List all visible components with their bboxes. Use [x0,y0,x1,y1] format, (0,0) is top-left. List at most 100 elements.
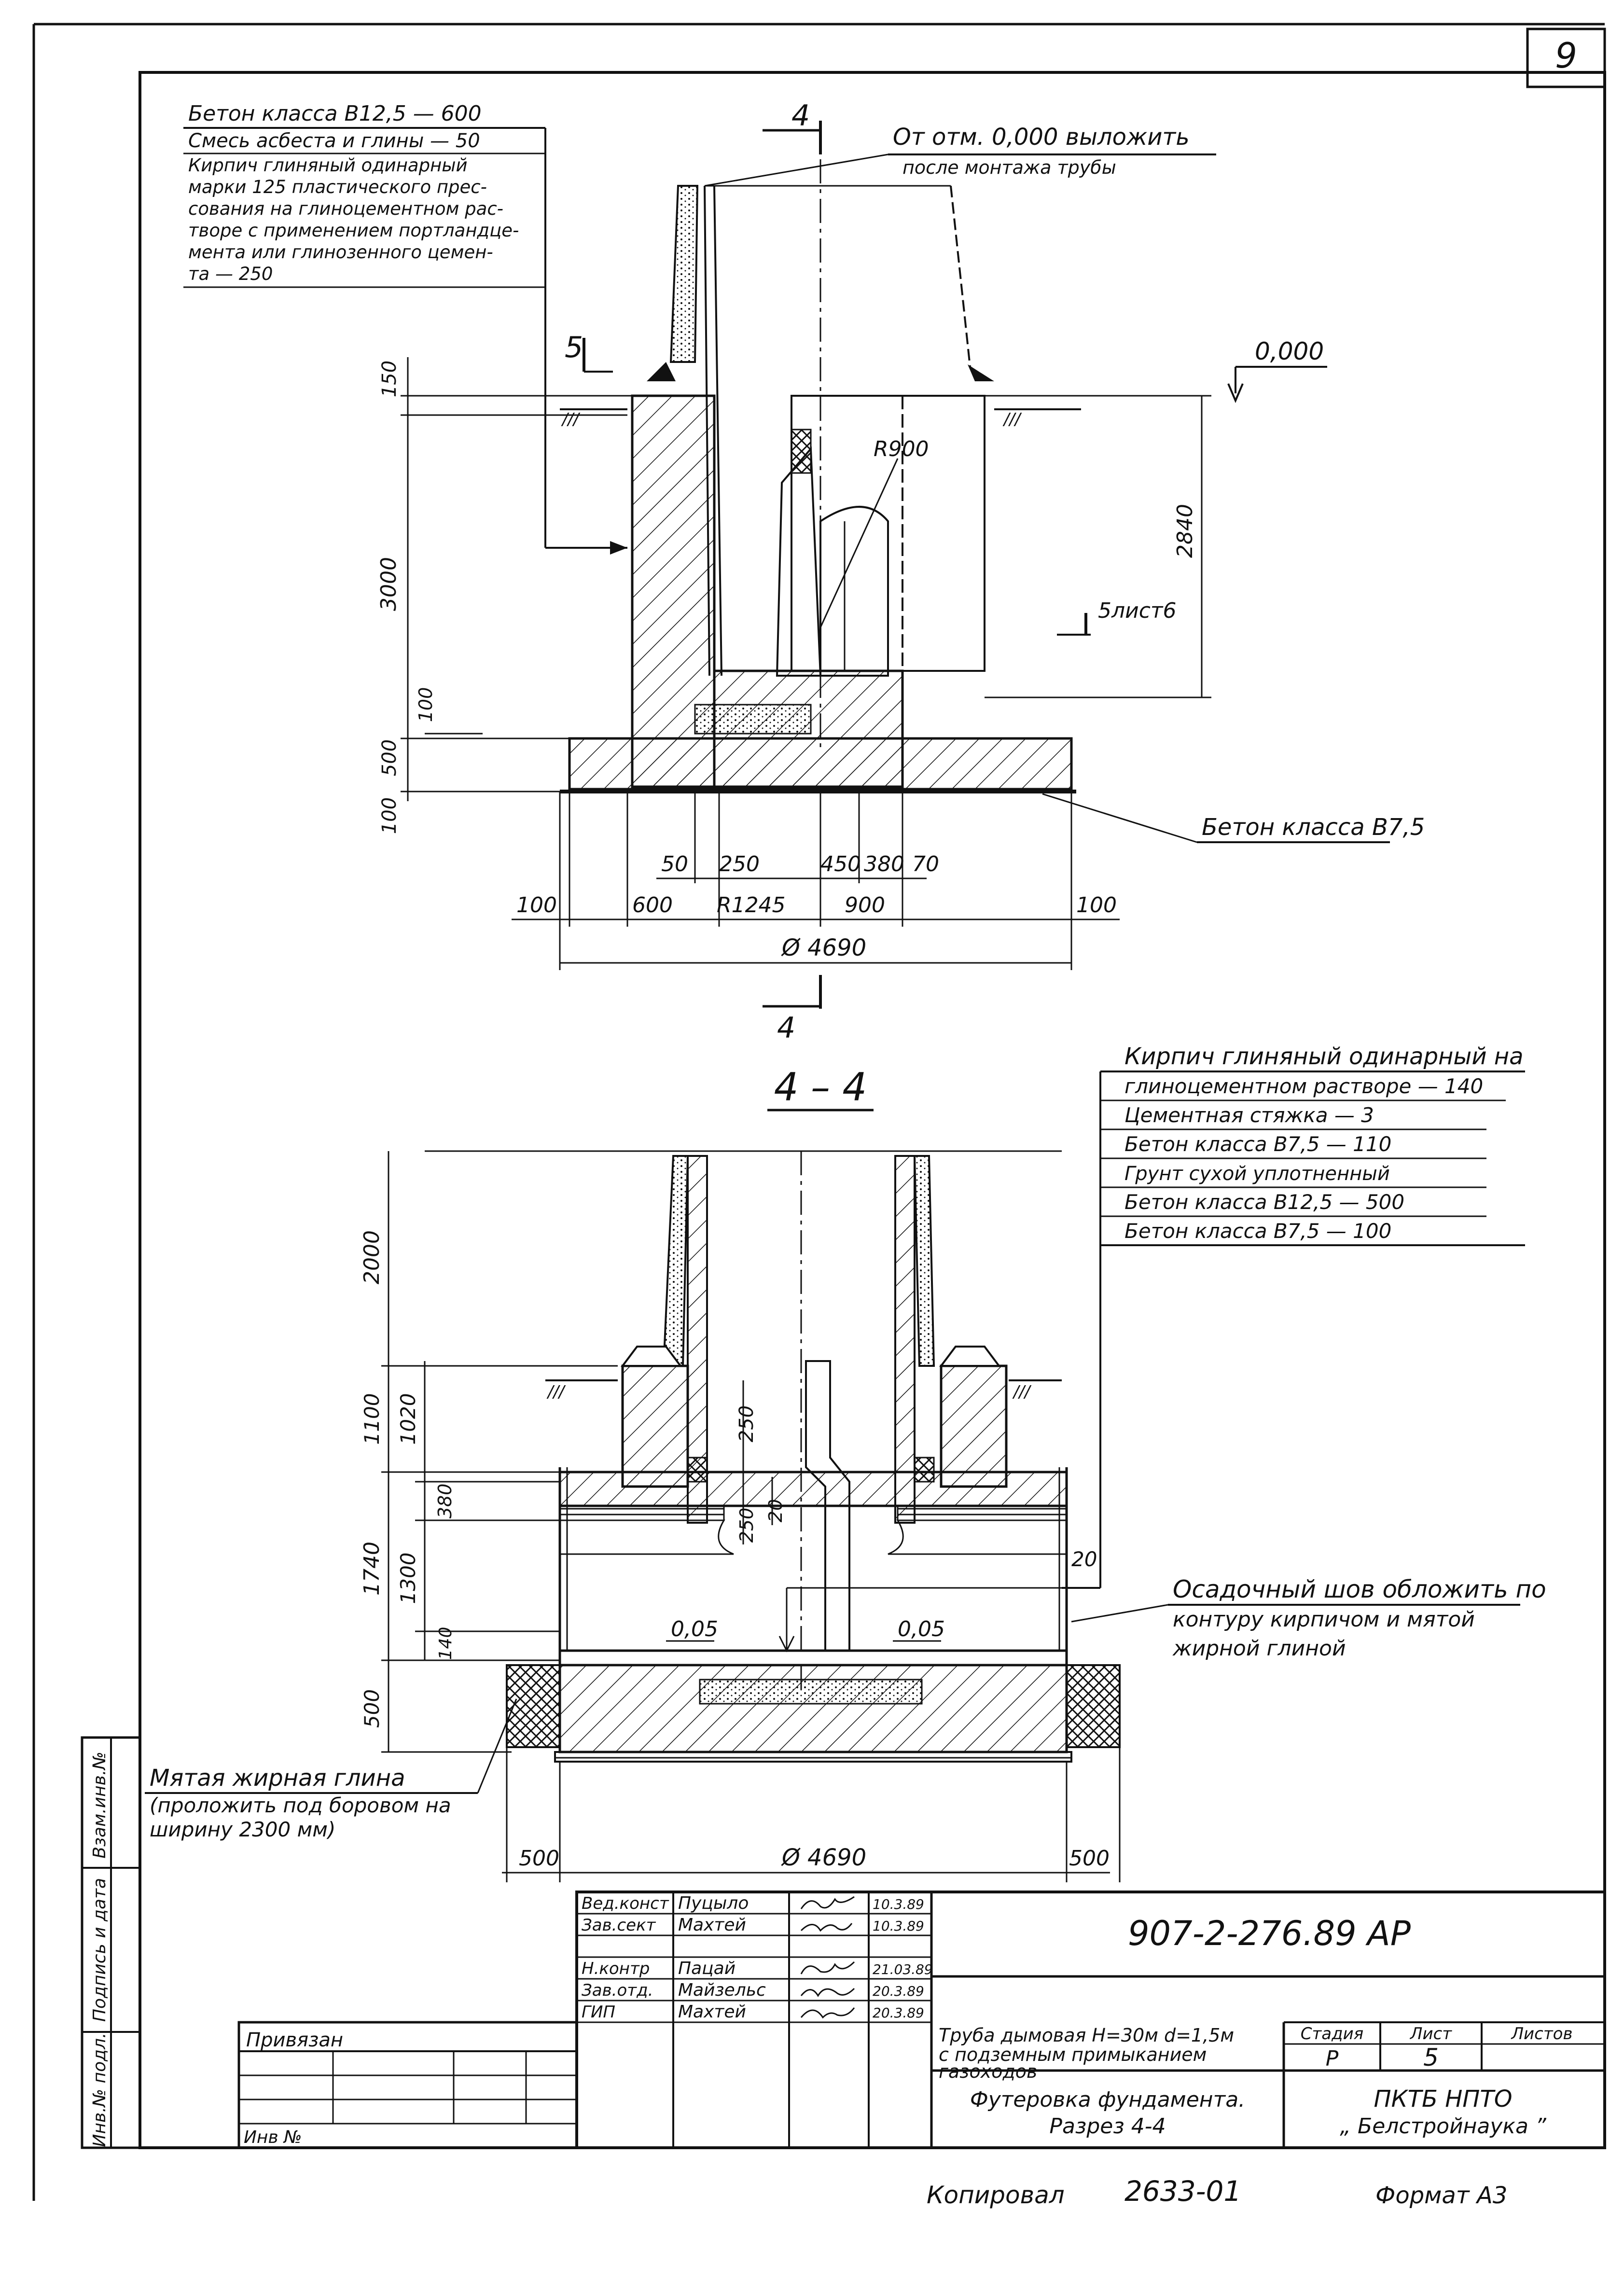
svg-text:Р: Р [1326,2046,1339,2071]
svg-text:Грунт сухой уплотненный: Грунт сухой уплотненный [1124,1163,1390,1185]
svg-text:Лист: Лист [1409,2024,1452,2044]
svg-text:Инв №: Инв № [244,2127,302,2147]
svg-text:Мятая жирная глина: Мятая жирная глина [150,1765,405,1792]
signature-1 [800,1896,855,1909]
svg-text:Бетон класса В12,5 — 600: Бетон класса В12,5 — 600 [188,101,482,126]
svg-text:70: 70 [912,852,939,876]
svg-text:1100: 1100 [360,1393,384,1445]
svg-text:250: 250 [719,852,760,876]
svg-text:0,000: 0,000 [1255,337,1324,365]
svg-text:Бетон класса В7,5 — 100: Бетон класса В7,5 — 100 [1124,1219,1391,1243]
svg-text:Смесь асбеста и глины — 50: Смесь асбеста и глины — 50 [188,130,480,152]
svg-text:Вед.конст: Вед.конст [582,1894,669,1913]
svg-text:900: 900 [845,893,885,918]
drawing-code: 907-2-276.89 АР [1128,1914,1411,1953]
section-legend: Кирпич глиняный одинарный на глиноцемент… [1062,1043,1525,1589]
svg-text:контуру кирпичом и мятой: контуру кирпичом и мятой [1173,1607,1475,1632]
svg-text:Копировал: Копировал [927,2181,1065,2209]
svg-text:творе с применением портландце: творе с применением портландце- [188,220,519,241]
signature-2 [800,1923,853,1932]
svg-text:Футеровка фундамента.: Футеровка фундамента. [970,2087,1245,2112]
svg-text:20: 20 [1071,1547,1097,1571]
svg-text:Кирпич глиняный одинарный: Кирпич глиняный одинарный [188,155,468,176]
svg-text:380: 380 [864,852,904,876]
svg-text:20.3.89: 20.3.89 [873,2005,924,2021]
svg-text:Взам.инв.№: Взам.инв.№ [90,1752,110,1859]
svg-text:600: 600 [632,893,673,918]
svg-text:Зав.отд.: Зав.отд. [582,1981,653,2000]
svg-text:ГИП: ГИП [582,2002,615,2022]
plan-view: Бетон класса В12,5 — 600 Смесь асбеста и… [183,99,1425,1045]
svg-text:глиноцементном растворе — 140: глиноцементном растворе — 140 [1124,1074,1483,1098]
svg-text:10.3.89: 10.3.89 [873,1918,924,1934]
svg-text:жирной глиной: жирной глиной [1172,1636,1346,1661]
svg-text:Формат А3: Формат А3 [1375,2182,1507,2209]
svg-text:Привязан: Привязан [246,2029,343,2051]
svg-text:0,05: 0,05 [671,1617,718,1641]
svg-text:1740: 1740 [360,1542,384,1596]
svg-text:От отм. 0,000 выложить: От отм. 0,000 выложить [893,124,1190,151]
svg-text:500: 500 [378,739,401,776]
svg-text:Ø 4690: Ø 4690 [781,934,866,961]
svg-text:1020: 1020 [396,1393,420,1445]
svg-text:сования на глиноцементном рас-: сования на глиноцементном рас- [188,198,503,219]
svg-text:20: 20 [765,1499,786,1522]
svg-text:ПКТБ НПТО: ПКТБ НПТО [1374,2085,1513,2113]
svg-text:100: 100 [1076,893,1117,918]
svg-text:Разрез 4-4: Разрез 4-4 [1049,2114,1166,2139]
svg-text:Труба дымовая Н=30м d=1,5м: Труба дымовая Н=30м d=1,5м [939,2025,1234,2046]
svg-text:ширину 2300 мм): ширину 2300 мм) [150,1818,335,1841]
svg-text:та — 250: та — 250 [188,264,273,284]
svg-text:50: 50 [661,852,688,876]
svg-text:250: 250 [736,1508,757,1543]
svg-text:Осадочный шов обложить по: Осадочный шов обложить по [1173,1575,1546,1603]
svg-text:Пуцыло: Пуцыло [678,1893,749,1913]
svg-text:100: 100 [378,797,401,834]
section-view: 4 – 4 Кирпич глиняный одинарный на глино… [145,1043,1546,1882]
signature-3 [800,1961,855,1974]
svg-text:Инв.№ подл.: Инв.№ подл. [90,2033,110,2147]
svg-text:380: 380 [434,1484,456,1519]
svg-text:///: /// [546,1382,566,1402]
svg-text:марки 125 пластического прес-: марки 125 пластического прес- [188,177,487,197]
footer: Копировал 2633-01 Формат А3 [927,2175,1507,2209]
svg-text:Бетон класса В7,5: Бетон класса В7,5 [1202,814,1425,841]
title-signature-rows: Вед.конст Пуцыло 10.3.89 Зав.сект Махтей… [582,1893,933,2022]
svg-text:///: /// [1002,410,1022,429]
svg-text:1300: 1300 [396,1553,420,1604]
section-title: 4 – 4 [774,1065,867,1110]
svg-text:10.3.89: 10.3.89 [873,1896,924,1912]
svg-text:5: 5 [565,331,583,364]
svg-text:4: 4 [791,99,810,133]
svg-text:2840: 2840 [1173,504,1197,558]
plan-legend: Бетон класса В12,5 — 600 Смесь асбеста и… [183,101,627,555]
page-number: 9 [1555,35,1577,76]
svg-text:Махтей: Махтей [678,1915,746,1935]
svg-text:мента или глинозенного цемен-: мента или глинозенного цемен- [188,242,493,263]
signature-5 [800,2007,855,2019]
svg-text:Майзельс: Майзельс [678,1980,766,2000]
svg-text:100: 100 [415,687,436,723]
title-block: Вед.конст Пуцыло 10.3.89 Зав.сект Махтей… [237,1891,1606,2149]
svg-text:Пацай: Пацай [678,1959,736,1978]
svg-text:Кирпич глиняный одинарный на: Кирпич глиняный одинарный на [1124,1043,1524,1070]
svg-text:Зав.сект: Зав.сект [582,1916,656,1935]
svg-text:Бетон класса В12,5 — 500: Бетон класса В12,5 — 500 [1124,1190,1404,1214]
svg-text:Листов: Листов [1510,2024,1572,2044]
svg-text:///: /// [561,410,581,429]
svg-text:450: 450 [820,852,861,876]
svg-text:4: 4 [777,1011,795,1045]
svg-text:Подпись и дата: Подпись и дата [90,1878,110,2022]
svg-text:5: 5 [1423,2044,1439,2071]
svg-text:21.03.89: 21.03.89 [873,1961,933,1977]
svg-text:2000: 2000 [360,1230,384,1284]
svg-text:140: 140 [436,1627,456,1660]
svg-text:500: 500 [519,1846,559,1871]
svg-text:газоходов: газоходов [939,2061,1037,2082]
svg-text:Стадия: Стадия [1301,2024,1363,2044]
svg-text:5лист6: 5лист6 [1098,598,1177,623]
svg-text:0,05: 0,05 [898,1617,945,1641]
svg-text:2633-01: 2633-01 [1124,2175,1241,2208]
svg-text:R1245: R1245 [717,893,786,918]
